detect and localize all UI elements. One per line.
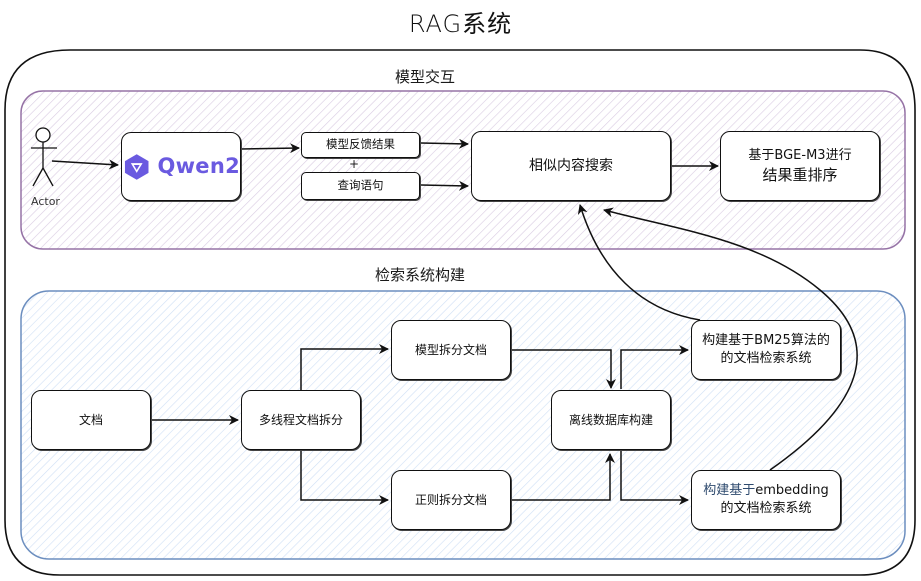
node-offline-db[interactable]: 离线数据库构建: [551, 390, 671, 450]
bm25-line2: 的文档检索系统: [720, 351, 812, 366]
edge-embedding-search: [603, 207, 858, 471]
node-qwen2[interactable]: Qwen2: [121, 132, 241, 201]
embedding-line1-b: embedding: [755, 483, 829, 499]
system-container: [4, 49, 916, 576]
node-model-feedback[interactable]: 模型反馈结果: [301, 132, 420, 158]
group-label-retrieval: 检索系统构建: [374, 266, 465, 284]
node-bm25-system[interactable]: 构建基于BM25算法的 的文档检索系统: [691, 320, 841, 380]
group-label-interaction: 模型交互: [394, 68, 455, 86]
edge-modelsplit-offline: [512, 349, 616, 389]
embedding-line2: 的文档检索系统: [720, 501, 812, 516]
edge-offline-embedding: [620, 451, 689, 505]
edge-split-modelsplit: [300, 344, 389, 392]
bm25-line1: 构建基于BM25算法的: [702, 333, 830, 349]
group-retrieval: [20, 290, 906, 560]
rerank-line2: 结果重排序: [762, 165, 838, 184]
node-regex-split[interactable]: 正则拆分文档: [391, 470, 511, 530]
node-multithread-split[interactable]: 多线程文档拆分: [241, 390, 361, 450]
edge-feedback-search: [420, 138, 469, 149]
qwen-label: Qwen2: [157, 154, 240, 179]
edge-query-search: [420, 180, 469, 191]
node-document[interactable]: 文档: [31, 390, 151, 450]
node-embedding-system[interactable]: 构建基于embedding 的文档检索系统: [691, 470, 841, 530]
embedding-line1-a: 构建基于: [703, 483, 756, 499]
edge-actor-qwen: [51, 159, 119, 170]
node-rerank[interactable]: 基于BGE-M3进行 结果重排序: [720, 131, 880, 201]
node-query[interactable]: 查询语句: [301, 172, 420, 200]
edge-offline-bm25: [620, 345, 689, 389]
actor-label: Actor: [31, 195, 60, 208]
rerank-line1: 基于BGE-M3进行: [748, 148, 852, 164]
actor-icon: [31, 127, 57, 187]
node-similar-search[interactable]: 相似内容搜索: [471, 131, 671, 201]
edge-regexsplit-offline: [512, 453, 615, 501]
edge-bm25-search: [577, 204, 701, 321]
qwen-logo-icon: [124, 153, 149, 180]
diagram-title: RAG系统: [408, 10, 513, 38]
plus-sign: +: [349, 157, 360, 171]
edge-qwen-feedback: [240, 143, 300, 154]
edge-split-regexsplit: [300, 450, 389, 505]
node-model-split[interactable]: 模型拆分文档: [391, 320, 511, 380]
group-interaction: [20, 90, 906, 250]
